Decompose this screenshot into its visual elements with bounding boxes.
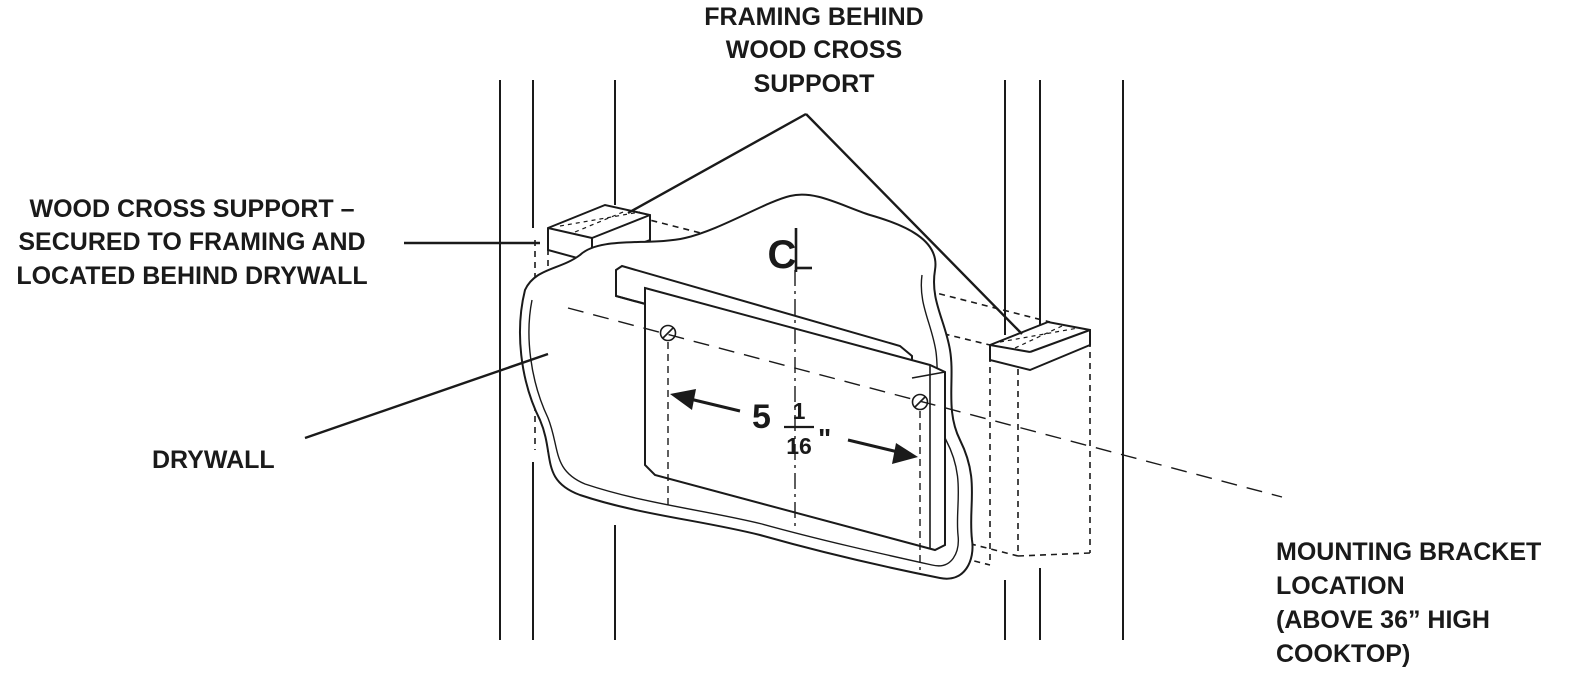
dimension-whole: 5 bbox=[752, 398, 771, 436]
drywall-label: DRYWALL bbox=[152, 446, 275, 474]
screw-guide-lines bbox=[667, 342, 921, 570]
bracket-label-line-1: MOUNTING BRACKET bbox=[1276, 538, 1541, 566]
cross-support-label-line-3: LOCATED BEHIND DRYWALL bbox=[16, 262, 367, 290]
bracket-label-line-3: (ABOVE 36” HIGH bbox=[1276, 606, 1490, 634]
bracket-fold bbox=[911, 365, 946, 548]
cross-support-label-line-2: SECURED TO FRAMING AND bbox=[18, 228, 365, 256]
right-screw-icon bbox=[911, 393, 929, 411]
dimension-denominator: 16 bbox=[786, 433, 812, 459]
left-screw-icon bbox=[659, 324, 677, 342]
label-framing-behind: FRAMING BEHIND WOOD CROSS SUPPORT bbox=[704, 3, 923, 98]
bracket-label-line-2: LOCATION bbox=[1276, 572, 1405, 600]
framing-label-line-2: WOOD CROSS bbox=[726, 36, 902, 64]
dimension-arrows bbox=[670, 389, 918, 464]
centerline-symbol-icon: C bbox=[768, 228, 812, 277]
dimension-unit: " bbox=[818, 423, 831, 454]
cross-support-label-line-1: WOOD CROSS SUPPORT – bbox=[29, 195, 354, 223]
mounting-line bbox=[567, 307, 1283, 498]
label-mounting-bracket: MOUNTING BRACKET LOCATION (ABOVE 36” HIG… bbox=[1276, 538, 1541, 668]
framing-label-line-1: FRAMING BEHIND bbox=[704, 3, 923, 31]
centerline-letter: C bbox=[768, 233, 797, 277]
left-stud bbox=[499, 80, 616, 640]
cross-support-visible-ends bbox=[547, 203, 1091, 372]
right-stud bbox=[1004, 80, 1124, 640]
framing-label-line-3: SUPPORT bbox=[754, 70, 875, 98]
dimension-label: 5 1 16 " bbox=[752, 398, 831, 459]
label-wood-cross-support: WOOD CROSS SUPPORT – SECURED TO FRAMING … bbox=[16, 195, 367, 290]
leader-lines bbox=[304, 112, 1023, 440]
bracket-label-line-4: COOKTOP) bbox=[1276, 640, 1410, 668]
label-drywall: DRYWALL bbox=[152, 446, 275, 474]
dimension-numerator: 1 bbox=[793, 398, 806, 424]
end-grain-marks bbox=[559, 209, 1079, 349]
